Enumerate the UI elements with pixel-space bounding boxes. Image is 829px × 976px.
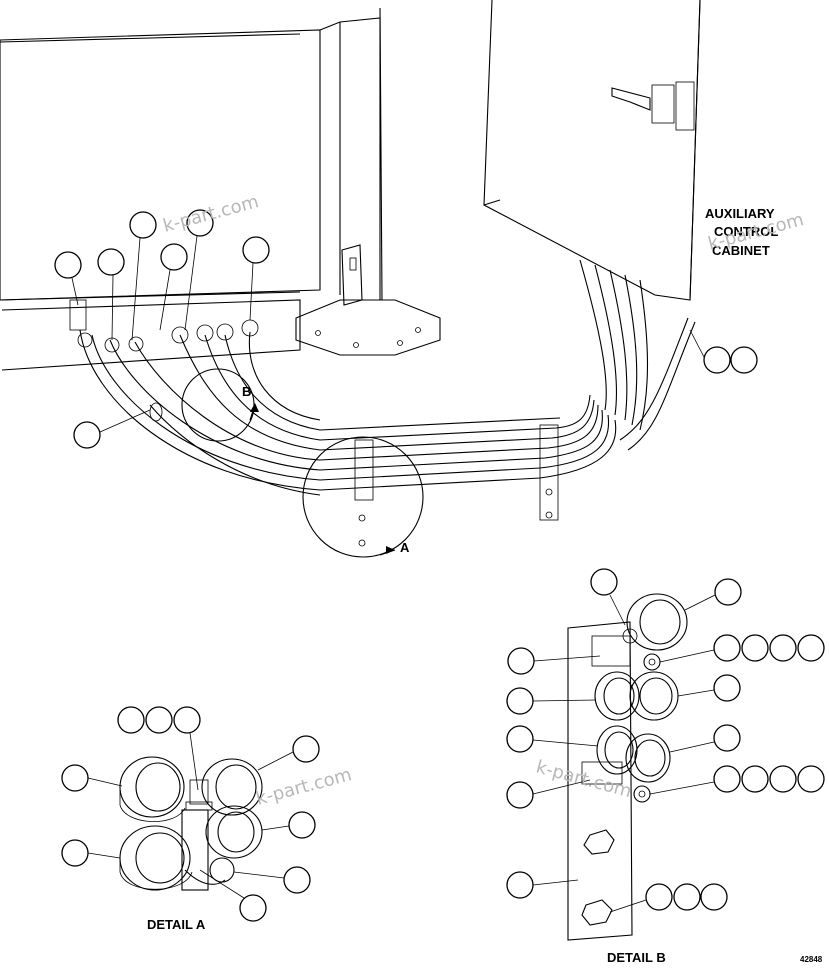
detail-a-drawing: [119, 756, 263, 891]
marker-a: A: [400, 540, 410, 555]
clamp-plate-a: [354, 439, 374, 501]
machine-frame: [0, 7, 441, 371]
detail-b-callouts: [506, 568, 825, 913]
detail-a-callouts: [61, 706, 320, 922]
detail-a-circle: [302, 436, 424, 558]
auxiliary-control-cabinet: [483, 0, 701, 451]
watermark-3: k-part.com: [254, 764, 354, 810]
cabinet-label-line1: AUXILIARY: [705, 206, 775, 221]
detail-b-label: DETAIL B: [607, 950, 666, 965]
marker-b: B: [242, 384, 251, 399]
figure-number: 42848: [800, 955, 823, 964]
cabinet-label-line2: CONTROL: [714, 224, 778, 239]
hose-bundle: [69, 299, 617, 547]
detail-b-drawing: [567, 593, 688, 941]
clamp-plate-right: [539, 424, 559, 521]
detail-a-label: DETAIL A: [147, 917, 206, 932]
cabinet-label-line3: CABINET: [712, 243, 770, 258]
main-callouts: [54, 209, 758, 449]
detail-b-circle: [181, 368, 255, 442]
watermark-4: k-part.com: [534, 757, 634, 803]
